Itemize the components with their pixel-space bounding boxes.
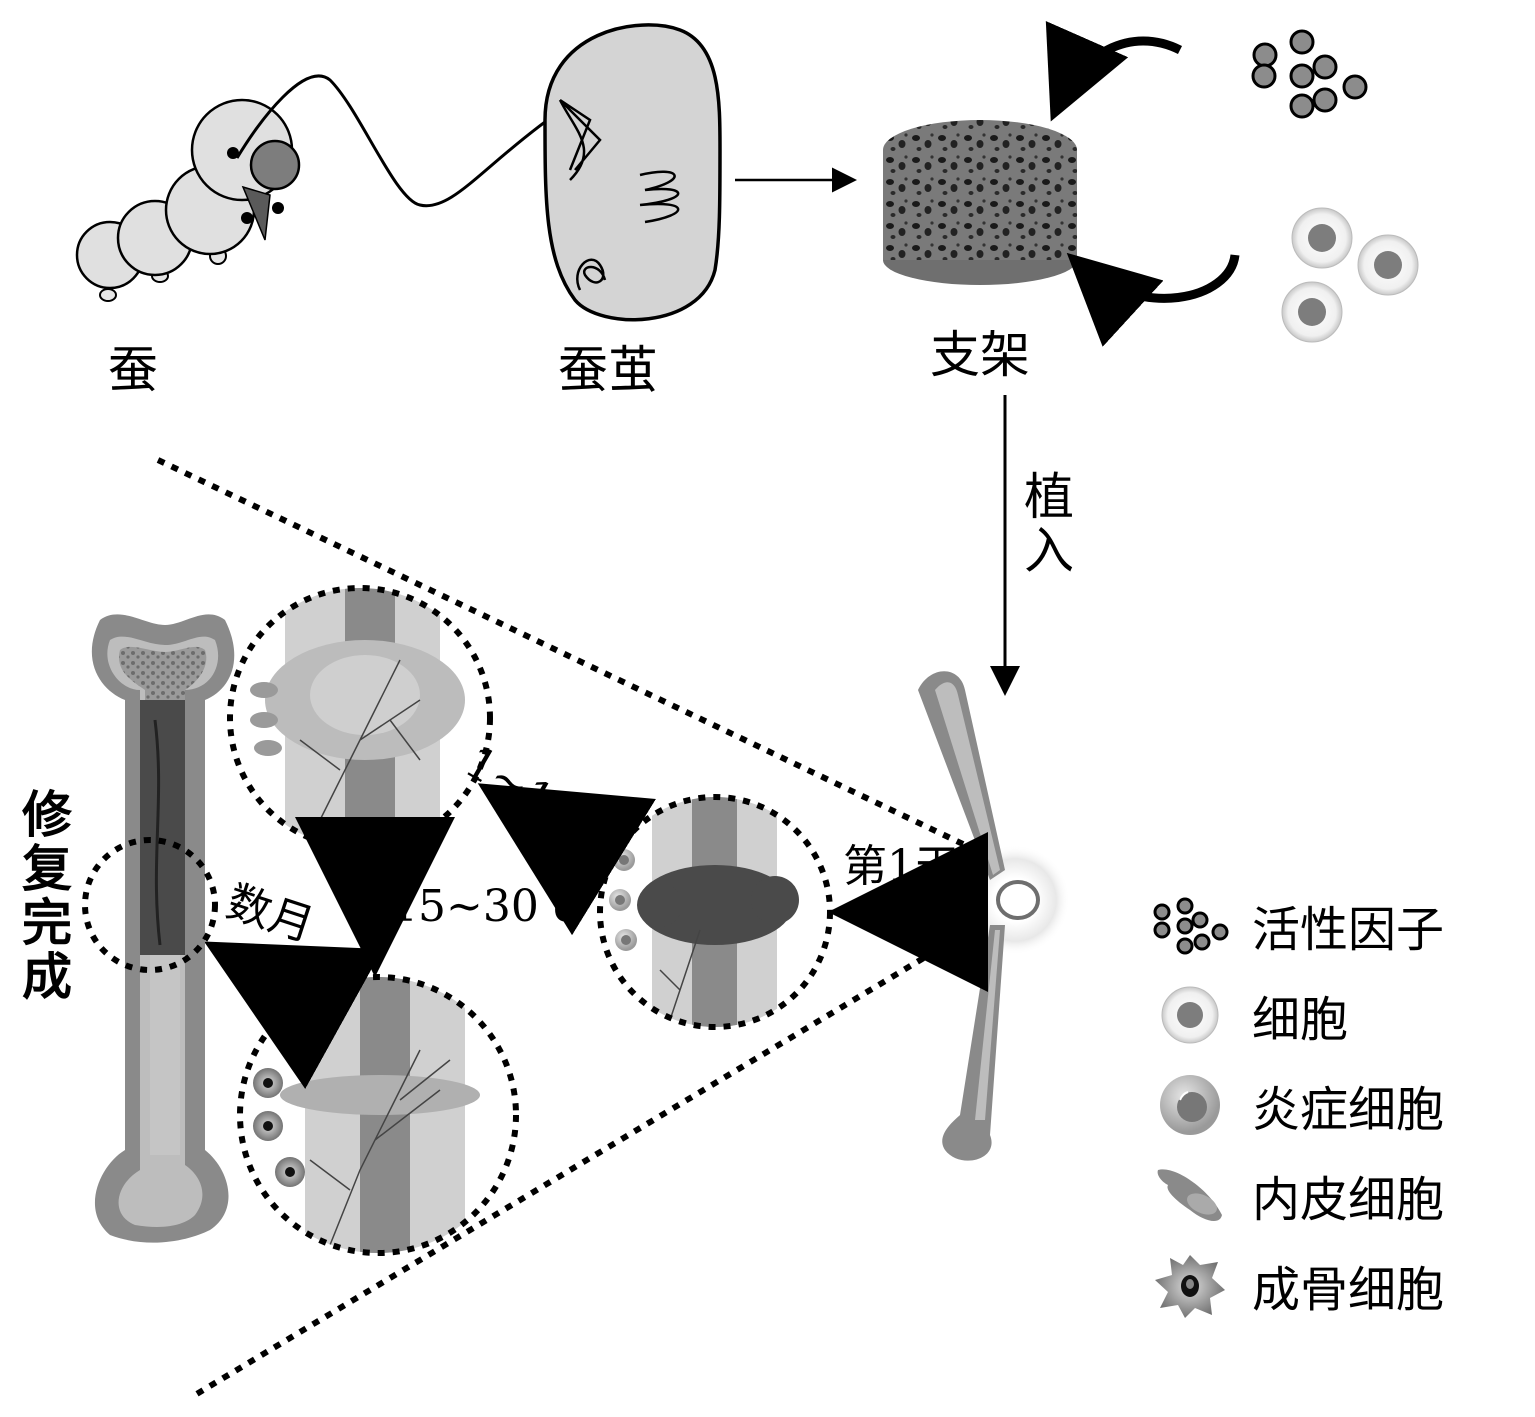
label-cocoon: 蚕茧	[558, 341, 658, 399]
arrow-to-repaired	[204, 941, 383, 1089]
healed-bone	[91, 614, 235, 1243]
cell-icon	[1161, 986, 1219, 1044]
cell-cluster	[1281, 207, 1419, 343]
silk-thread	[235, 74, 546, 208]
label-implant: 植入	[1016, 470, 1074, 578]
legend-item-endothelial-cell: 内皮细胞	[1150, 1150, 1520, 1240]
stage-1-14d-circle	[227, 585, 493, 851]
silkworm-illustration	[75, 98, 301, 302]
legend-label: 内皮细胞	[1252, 1172, 1445, 1228]
label-silkworm: 蚕	[108, 341, 158, 399]
porous-scaffold	[883, 120, 1077, 285]
legend-label: 炎症细胞	[1252, 1082, 1445, 1138]
label-15-30d: 15~30 d	[390, 881, 581, 932]
stage-day1-circle	[597, 794, 833, 1030]
legend-label: 成骨细胞	[1252, 1262, 1445, 1318]
arrow-factors-to-scaffold	[1045, 20, 1183, 122]
legend-item-active-factor: 活性因子	[1150, 880, 1520, 970]
cocoon-illustration	[543, 23, 722, 322]
legend-label: 活性因子	[1252, 902, 1445, 958]
active-factor-cluster	[1251, 29, 1368, 119]
stage-months-circle	[237, 974, 519, 1256]
legend-item-cell: 细胞	[1150, 970, 1520, 1060]
legend-item-osteoblast: 成骨细胞	[1150, 1240, 1520, 1330]
repaired-region-circle	[82, 837, 218, 973]
label-day1: 第1天	[843, 841, 959, 892]
label-repair-complete: 修复完成	[14, 788, 73, 1004]
arrow-to-1-14d-stage	[477, 783, 656, 936]
legend-item-inflammatory-cell: 炎症细胞	[1150, 1060, 1520, 1150]
inflammatory-cell-icon	[1160, 1075, 1220, 1135]
legend-label: 细胞	[1252, 992, 1349, 1048]
osteoblast-icon	[1155, 1255, 1225, 1318]
endothelial-cell-icon	[1157, 1169, 1222, 1222]
legend: 活性因子 细胞 炎症细胞 内皮细胞 成骨细胞	[1150, 880, 1520, 1330]
arrow-cells-to-scaffold	[1066, 252, 1240, 347]
active-factor-icon	[1153, 897, 1229, 955]
label-scaffold: 支架	[930, 326, 1030, 384]
